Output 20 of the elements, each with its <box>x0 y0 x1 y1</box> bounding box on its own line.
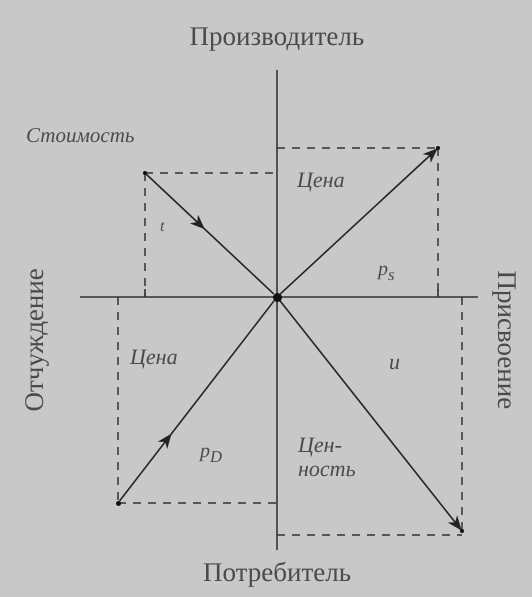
quadrant-label: Цена <box>130 345 178 370</box>
axis-title: Отчуждение <box>19 268 49 412</box>
line-end-dot <box>460 529 464 533</box>
arrow <box>279 300 462 531</box>
line-end-dot <box>116 500 120 506</box>
variable-label: p$_{D}$ <box>200 440 222 466</box>
line-end-dot <box>436 146 440 150</box>
variable-label: p$_{s}$ <box>378 258 394 284</box>
arrow <box>118 300 275 502</box>
quadrant-label: Стоимость <box>26 124 134 148</box>
variable-label: u <box>389 350 400 374</box>
variable-label: t <box>160 218 164 236</box>
quadrant-label: Цен-ность <box>298 433 357 482</box>
arrow <box>280 148 438 295</box>
quadrant-label: Цена <box>297 168 345 192</box>
arrow <box>146 174 274 294</box>
axis-title: Присвоение <box>491 270 521 410</box>
line-end-dot <box>143 171 147 175</box>
axis-title: Потребитель <box>203 558 352 588</box>
axis-title: Производитель <box>190 22 364 52</box>
